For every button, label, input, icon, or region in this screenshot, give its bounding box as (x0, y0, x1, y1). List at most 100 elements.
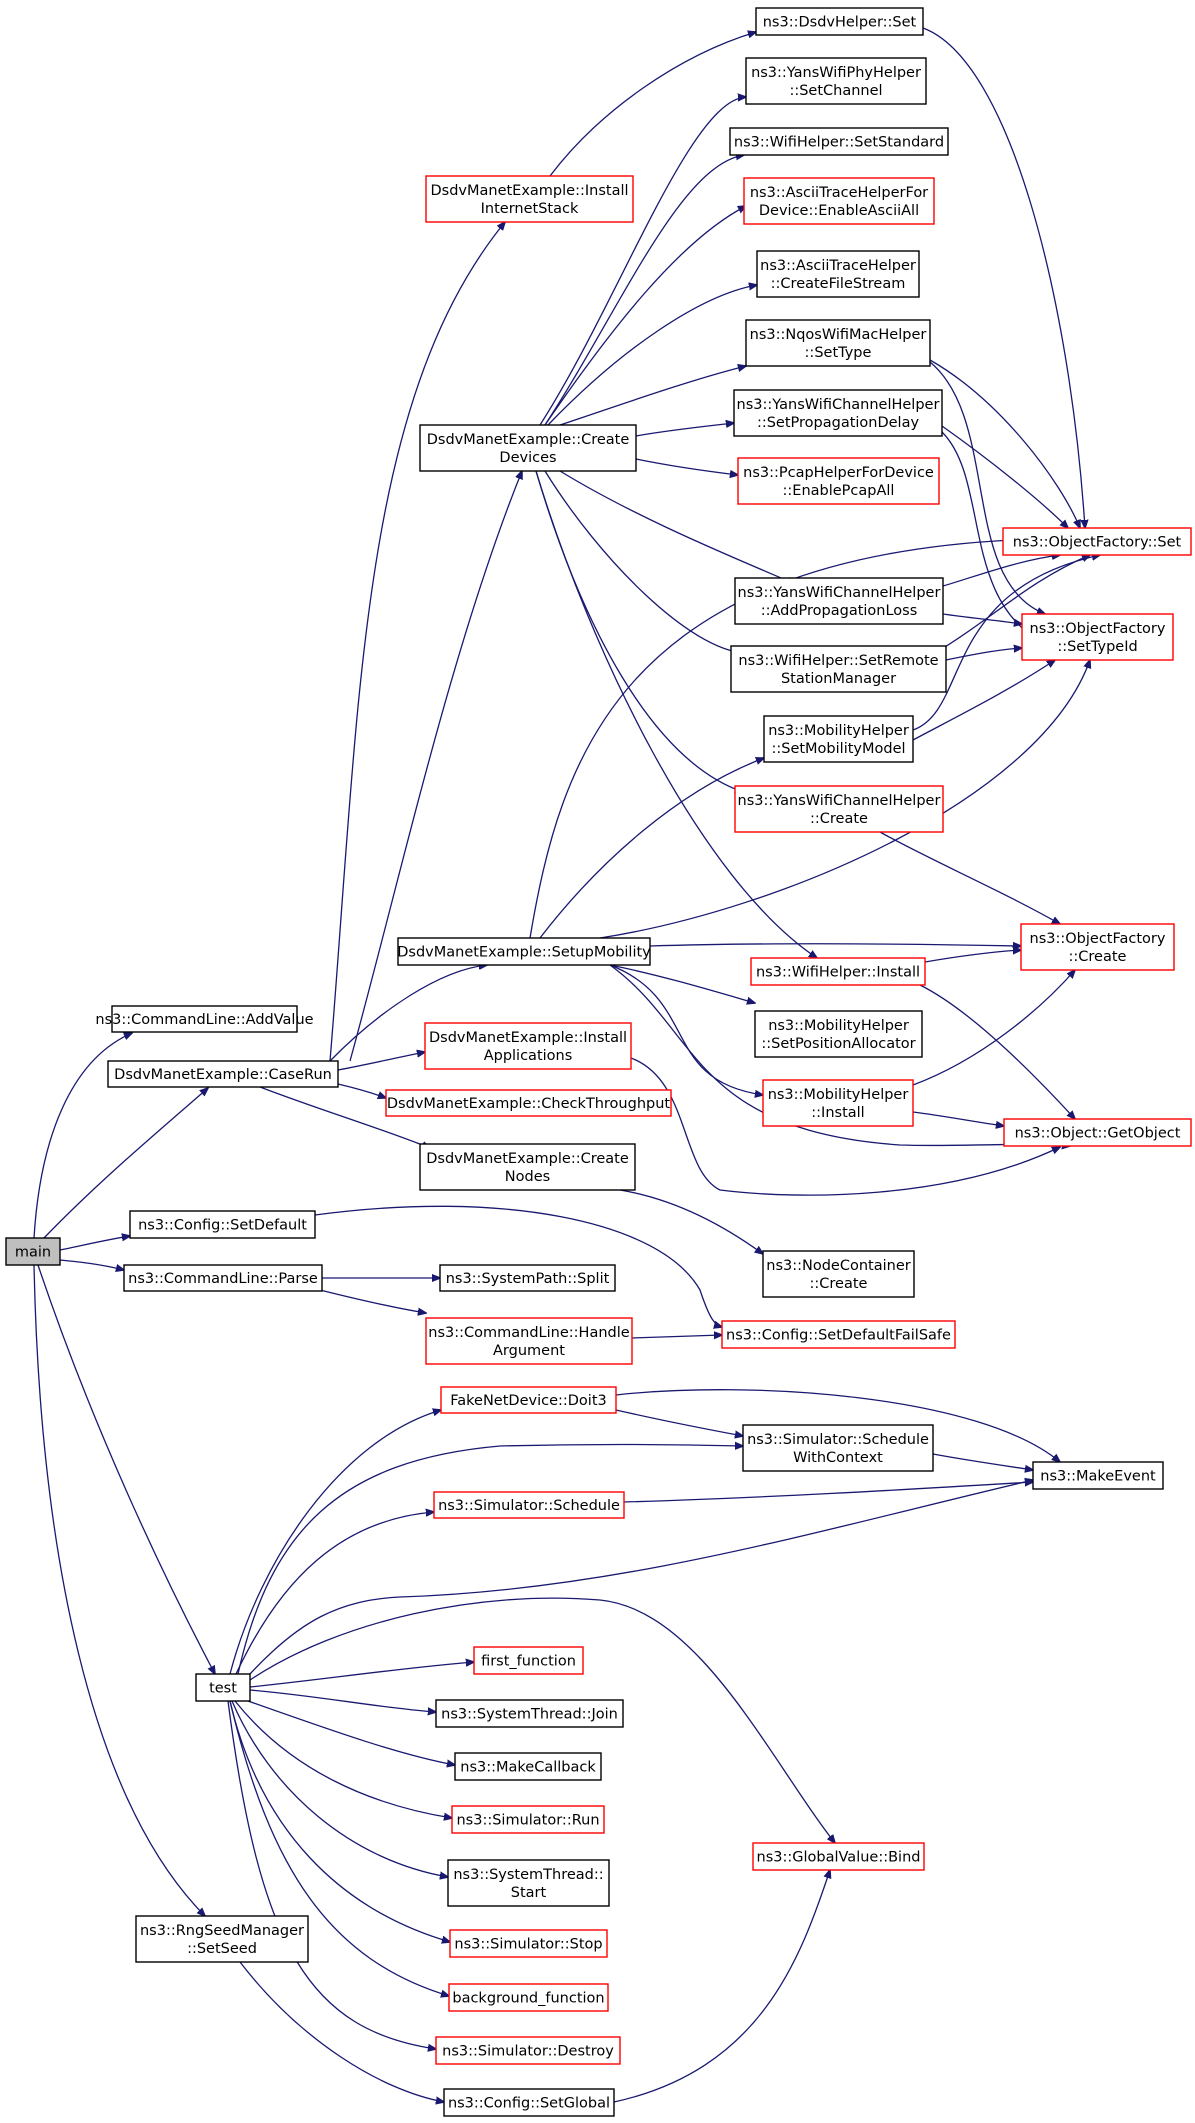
node-nqoswifimac_settype[interactable]: ns3::NqosWifiMacHelper::SetType (745, 319, 931, 367)
node-box (435, 1699, 624, 1728)
node-systempath_split[interactable]: ns3::SystemPath::Split (439, 1264, 616, 1292)
node-globalvalue_bind[interactable]: ns3::GlobalValue::Bind (752, 1842, 925, 1871)
node-background_function[interactable]: background_function (448, 1983, 609, 2012)
edge-install_apps-to-object_getobject (630, 1057, 1060, 1196)
node-main[interactable]: main (5, 1237, 61, 1266)
node-mobility_install[interactable]: ns3::MobilityHelper::Install (762, 1079, 914, 1127)
node-systhread_start[interactable]: ns3::SystemThread::Start (447, 1859, 610, 1907)
node-yanschan_addproploss[interactable]: ns3::YansWifiChannelHelper::AddPropagati… (734, 577, 944, 625)
edge-rng_setseed-to-config_setglobal (239, 1961, 444, 2102)
node-nodecontainer_create[interactable]: ns3::NodeContainer::Create (762, 1250, 915, 1298)
edge-create_nodes-to-nodecontainer_create (619, 1189, 763, 1254)
node-box (473, 1646, 584, 1675)
node-config_setglobal[interactable]: ns3::Config::SetGlobal (443, 2088, 615, 2117)
node-fakenet_doit3[interactable]: FakeNetDevice::Doit3 (440, 1386, 617, 1414)
edge-wifihelper_setremote-to-objfactory_settypeid (945, 648, 1022, 661)
node-asciitrace_enableall[interactable]: ns3::AsciiTraceHelperForDevice::EnableAs… (743, 177, 935, 225)
node-object_getobject[interactable]: ns3::Object::GetObject (1003, 1118, 1192, 1147)
node-sim_destroy[interactable]: ns3::Simulator::Destroy (435, 2036, 621, 2065)
edge-test-to-background_function (229, 1700, 449, 1996)
edge-nqoswifimac_settype-to-objfactory_set (929, 359, 1080, 528)
edge-wifihelper_setremote-to-objfactory_set (939, 555, 1090, 651)
node-label: ns3::Object::GetObject (1015, 1126, 1181, 1142)
node-label: ns3::ObjectFactory (1030, 931, 1166, 947)
node-objfactory_settypeid[interactable]: ns3::ObjectFactory::SetTypeId (1021, 613, 1174, 661)
edge-setup_mobility-to-mobility_setmodel (539, 758, 764, 939)
node-label: ns3::AsciiTraceHelper (760, 258, 916, 274)
node-makecallback[interactable]: ns3::MakeCallback (454, 1752, 602, 1781)
node-dsdvhelper_set[interactable]: ns3::DsdvHelper::Set (755, 7, 924, 36)
node-label: ns3::WifiHelper::Install (756, 965, 920, 981)
node-box (752, 1842, 925, 1871)
node-systhread_join[interactable]: ns3::SystemThread::Join (435, 1699, 624, 1728)
node-test[interactable]: test (195, 1673, 251, 1702)
node-label: ns3::NodeContainer (766, 1258, 910, 1274)
edge-caserun-to-setup_mobility (329, 965, 487, 1062)
node-caserun[interactable]: DsdvManetExample::CaseRun (107, 1060, 339, 1088)
node-sim_stop[interactable]: ns3::Simulator::Stop (449, 1929, 608, 1958)
node-makeevent[interactable]: ns3::MakeEvent (1032, 1461, 1164, 1490)
node-label: ns3::Simulator::Destroy (442, 2044, 614, 2060)
node-yanswifiphy_setchannel[interactable]: ns3::YansWifiPhyHelper::SetChannel (745, 57, 927, 105)
edge-setup_mobility-to-objfactory_settypeid (599, 660, 1090, 939)
edge-sim_schedulewithcontext-to-makeevent (932, 1453, 1033, 1470)
node-box (754, 1010, 923, 1058)
node-box (5, 1237, 61, 1266)
node-cmd_addvalue[interactable]: ns3::CommandLine::AddValue (95, 1005, 314, 1033)
node-label: Device::EnableAsciiAll (759, 203, 919, 219)
node-asciitrace_createfile[interactable]: ns3::AsciiTraceHelper::CreateFileStream (756, 250, 920, 298)
node-wifihelper_install[interactable]: ns3::WifiHelper::Install (750, 957, 926, 986)
node-label: ::SetTypeId (1057, 639, 1137, 655)
node-yanschan_create[interactable]: ns3::YansWifiChannelHelper::Create (734, 785, 944, 833)
node-config_setdefaultfailsafe[interactable]: ns3::Config::SetDefaultFailSafe (721, 1320, 956, 1349)
edge-create_devices-to-wifihelper_setstandard (544, 155, 744, 426)
node-box (419, 424, 637, 472)
node-config_setdefault[interactable]: ns3::Config::SetDefault (129, 1210, 316, 1239)
edge-fakenet_doit3-to-sim_schedulewithcontext (615, 1409, 743, 1436)
node-label: ns3::CommandLine::AddValue (95, 1012, 313, 1028)
edge-create_devices-to-asciitrace_enableall (544, 206, 746, 426)
node-label: ns3::MobilityHelper (768, 723, 909, 739)
node-mobility_setmodel[interactable]: ns3::MobilityHelper::SetMobilityModel (763, 715, 914, 763)
node-check_throughput[interactable]: DsdvManetExample::CheckThroughput (385, 1089, 672, 1117)
node-first_function[interactable]: first_function (473, 1646, 584, 1675)
node-sim_run[interactable]: ns3::Simulator::Run (451, 1805, 605, 1834)
node-yanschan_setpropdelay[interactable]: ns3::YansWifiChannelHelper::SetPropagati… (733, 389, 943, 437)
node-label: ns3::Simulator::Run (456, 1813, 599, 1829)
edge-create_devices-to-asciitrace_createfile (547, 285, 757, 426)
node-box (397, 937, 651, 966)
node-box (111, 1005, 298, 1033)
node-label: Devices (499, 450, 556, 466)
edge-caserun-to-install_internet (329, 222, 505, 1062)
node-objfactory_set[interactable]: ns3::ObjectFactory::Set (1002, 527, 1192, 556)
node-cmd_parse[interactable]: ns3::CommandLine::Parse (123, 1264, 323, 1292)
node-label: ns3::AsciiTraceHelperFor (750, 185, 928, 201)
edge-yanschan_setpropdelay-to-objfactory_set (941, 425, 1068, 528)
edge-test-to-first_function (249, 1662, 474, 1688)
node-rng_setseed[interactable]: ns3::RngSeedManager::SetSeed (135, 1915, 309, 1963)
node-box (433, 1491, 625, 1519)
node-objfactory_create[interactable]: ns3::ObjectFactory::Create (1020, 923, 1175, 971)
node-wifihelper_setstandard[interactable]: ns3::WifiHelper::SetStandard (729, 127, 949, 156)
node-box (440, 1386, 617, 1414)
edge-create_devices-to-wifihelper_setremote (544, 470, 745, 653)
node-box (745, 57, 927, 105)
node-setup_mobility[interactable]: DsdvManetExample::SetupMobility (397, 937, 651, 966)
node-label: ::SetPropagationDelay (757, 415, 920, 431)
node-mobility_setposalloc[interactable]: ns3::MobilityHelper::SetPositionAllocato… (754, 1010, 923, 1058)
node-box (425, 1317, 633, 1365)
node-label: ns3::CommandLine::Parse (128, 1271, 318, 1287)
node-label: ns3::Config::SetGlobal (448, 2096, 610, 2112)
node-box (737, 457, 940, 505)
node-box (385, 1089, 672, 1117)
node-sim_schedule[interactable]: ns3::Simulator::Schedule (433, 1491, 625, 1519)
edge-caserun-to-create_devices (349, 471, 522, 1062)
node-pcap_enableall[interactable]: ns3::PcapHelperForDevice::EnablePcapAll (737, 457, 940, 505)
